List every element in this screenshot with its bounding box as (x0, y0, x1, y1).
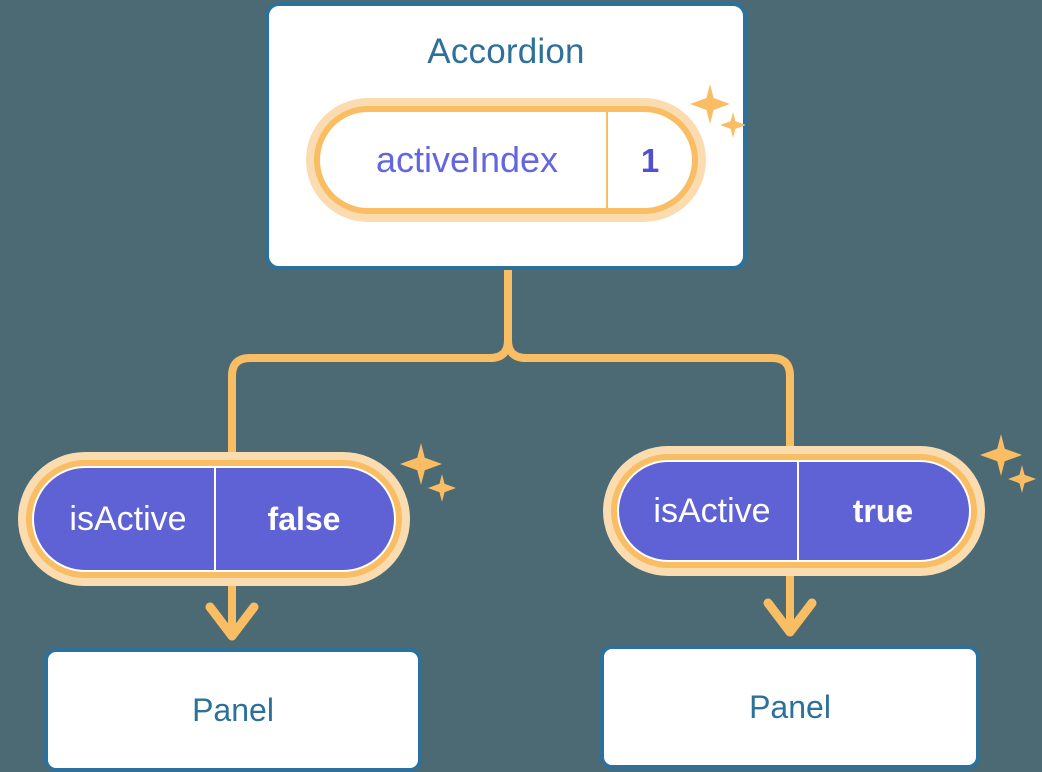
sparkle-icon-small (428, 474, 456, 502)
arrow-down-icon-right (763, 598, 817, 637)
panel-left-title: Panel (192, 692, 274, 728)
pill-divider (606, 112, 608, 208)
panel-component-left[interactable]: Panel (44, 648, 422, 772)
accordion-state-pill[interactable]: activeIndex 1 (306, 98, 706, 222)
sparkle-icon-panel-right (978, 434, 1042, 502)
state-value-label: 1 (640, 141, 660, 179)
panel-right-title: Panel (749, 689, 831, 725)
state-key-label: isActive (69, 500, 187, 538)
state-value-label: true (852, 493, 914, 529)
state-key-label: isActive (653, 492, 771, 530)
pill-body: isActive true (617, 460, 971, 562)
sparkle-icon-large (400, 443, 442, 485)
panel-right-state-pill[interactable]: isActive true (603, 446, 985, 576)
sparkle-icon-small (1008, 465, 1036, 493)
pill-divider (797, 462, 799, 560)
panel-component-right[interactable]: Panel (600, 645, 980, 769)
pill-body: activeIndex 1 (320, 112, 692, 208)
arrow-down-icon-left (205, 602, 259, 641)
connector-trunk (228, 266, 512, 474)
pill-body: isActive false (32, 466, 396, 572)
sparkle-icon-panel-left (398, 443, 464, 511)
pill-divider (214, 468, 216, 570)
state-key-label: activeIndex (375, 139, 559, 180)
accordion-title: Accordion (427, 32, 585, 71)
panel-left-state-pill[interactable]: isActive false (18, 452, 410, 586)
sparkle-icon-large (980, 434, 1022, 476)
state-value-label: false (267, 501, 341, 537)
